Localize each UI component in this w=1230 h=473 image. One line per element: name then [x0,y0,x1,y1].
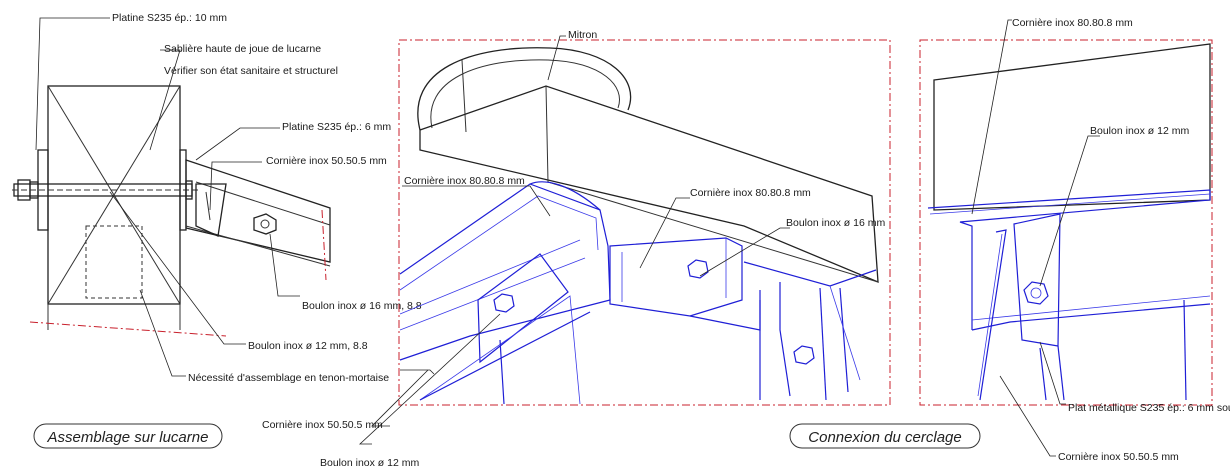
label-mitron: Mitron [568,29,597,41]
boulon-16-left [253,213,277,235]
mitron-outline [417,47,632,131]
label-sabliere-1: Sablière haute de joue de lucarne [164,43,321,55]
label-boulon-12-left: Boulon inox ø 12 mm, 8.8 [248,340,368,352]
label-corniere-50-mid: Cornière inox 50.50.5 mm [262,419,383,431]
inclined-member [185,159,331,263]
label-corniere-80-left: Cornière inox 80.80.8 mm [404,175,525,187]
tenon-mortaise [85,225,143,299]
label-corniere-80-mid: Cornière inox 80.80.8 mm [690,187,811,199]
label-boulon-12-mid: Boulon inox ø 12 mm [320,457,419,469]
frame-middle [398,39,891,406]
caption-bubble-right [789,423,981,449]
label-boulon-12-right: Boulon inox ø 12 mm [1090,125,1189,137]
caption-bubble-left [33,423,223,449]
caption-right: Connexion du cerclage [808,429,961,446]
plat-soude [1013,213,1061,347]
left-detail [12,17,331,377]
label-platine-10: Platine S235 ép.: 10 mm [112,12,227,24]
corniere-80-left [399,183,611,361]
label-boulon-16-left: Boulon inox ø 16 mm, 8.8 [302,300,422,312]
block-connector [609,237,743,317]
corniere-50-right [979,229,1007,401]
frame-right [919,39,1213,406]
label-corniere-50-right: Cornière inox 50.50.5 mm [1058,451,1179,463]
middle-detail [399,47,879,405]
label-tenon: Nécessité d'assemblage en tenon-mortaise [188,372,389,384]
boulon-16-mid [687,259,709,279]
label-platine-6: Platine S235 ép.: 6 mm [282,121,391,133]
corniere-50-left [195,183,227,237]
caption-left: Assemblage sur lucarne [47,429,209,446]
label-boulon-16-mid: Boulon inox ø 16 mm [786,217,885,229]
label-corniere-50-left: Cornière inox 50.50.5 mm [266,155,387,167]
plate-inclined [477,253,569,364]
corniere-80-right [927,189,1211,330]
label-sabliere-2: Vérifier son état sanitaire et structure… [164,65,338,77]
label-corniere-80-right: Cornière inox 80.80.8 mm [1012,17,1133,29]
right-detail [927,43,1211,401]
boulon-12-right [1023,281,1049,305]
boulon-12-mid [493,293,515,313]
label-plat-soude: Plat métallique S235 ép.: 6 mm soudé [1068,402,1230,414]
